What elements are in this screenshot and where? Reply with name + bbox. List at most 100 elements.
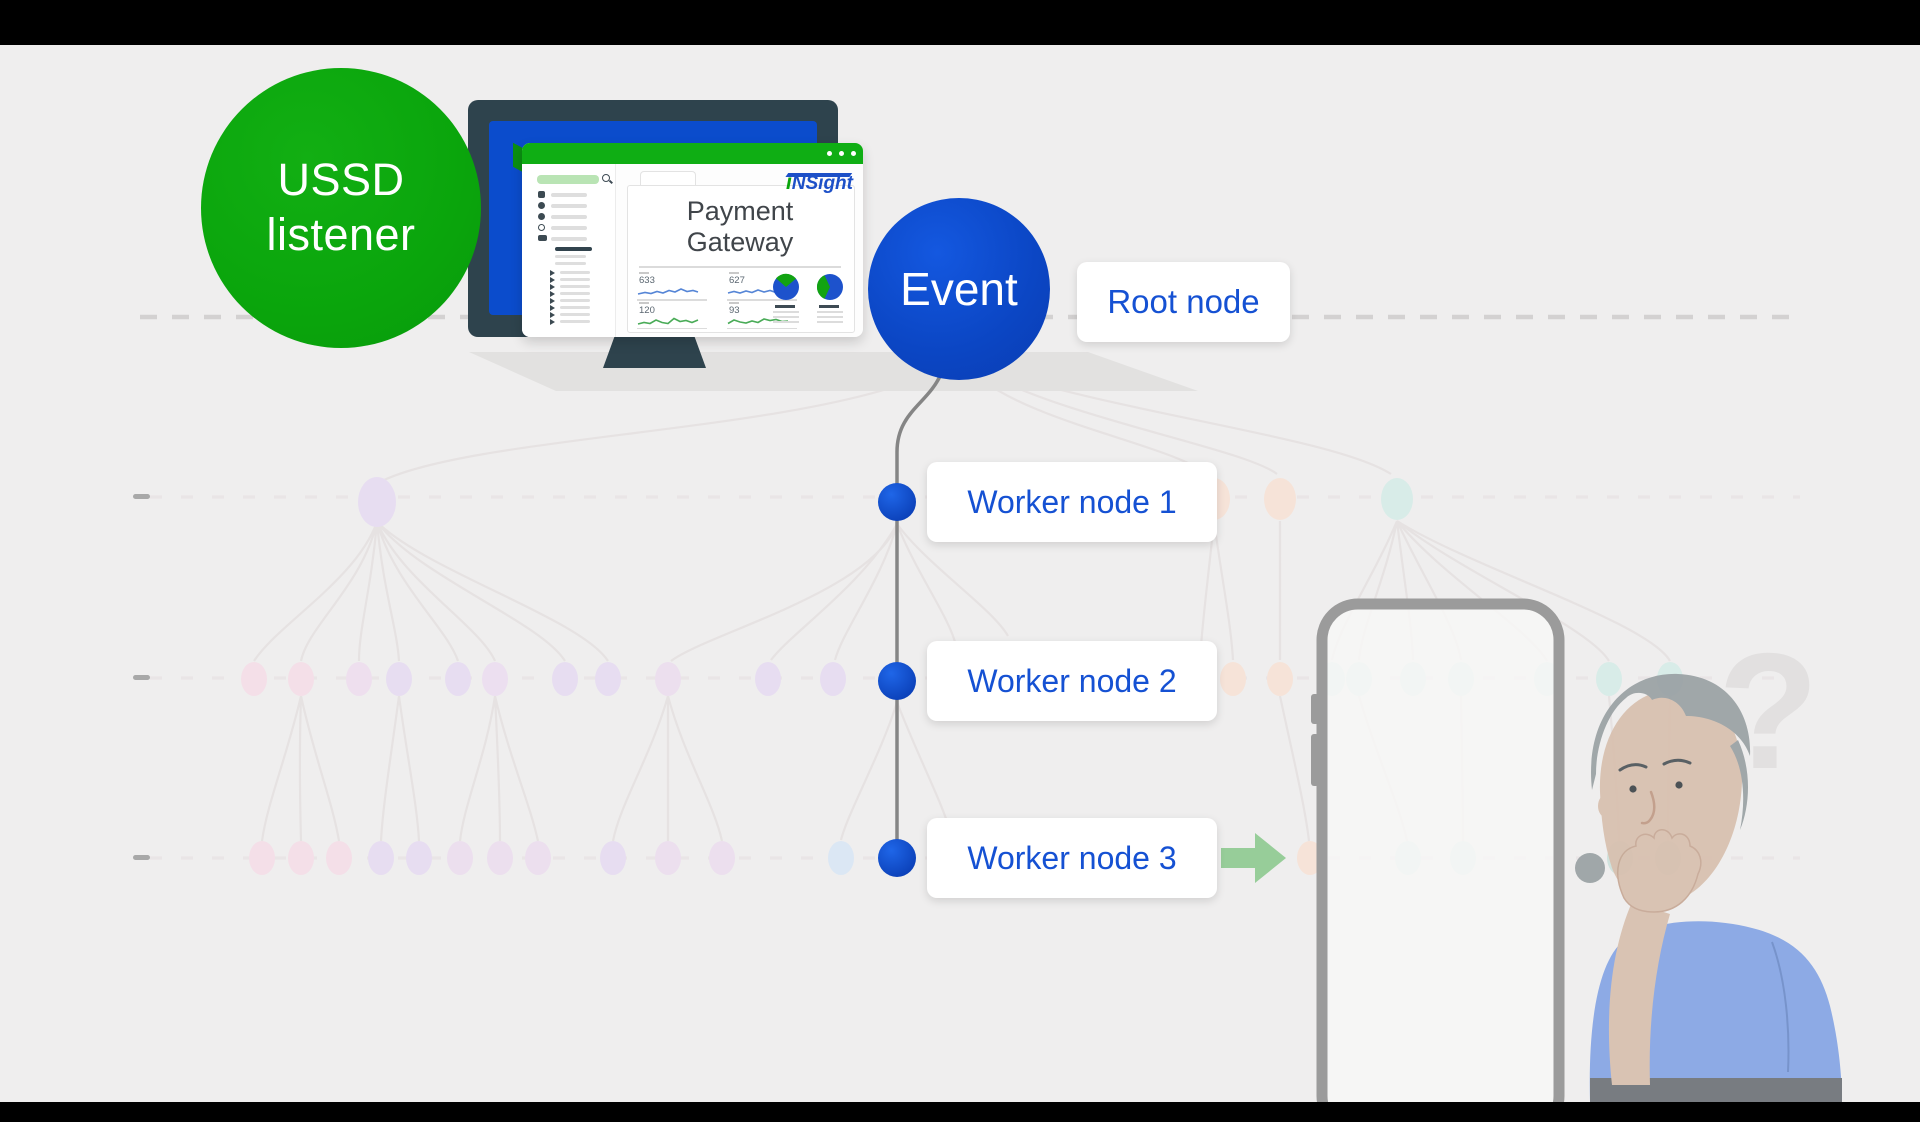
root-node-text: Root node xyxy=(1107,283,1260,320)
metric-underline xyxy=(637,327,707,329)
worker-node-text: Worker node 1 xyxy=(967,483,1177,520)
pie-legend-line xyxy=(773,321,799,323)
connector-line xyxy=(895,373,943,860)
phone xyxy=(1311,598,1565,1122)
menu-line xyxy=(560,292,590,295)
root-node-label: Root node xyxy=(1077,262,1290,342)
logo-accent: i xyxy=(785,171,792,194)
people-icon xyxy=(538,235,547,241)
pie-legend-line xyxy=(817,311,843,313)
metric-tick xyxy=(729,272,739,274)
flow-arrow-icon xyxy=(1221,833,1286,883)
window-dot-icon xyxy=(839,151,844,156)
card-divider xyxy=(639,266,841,268)
dashboard-sidebar xyxy=(522,164,616,337)
ussd-label-line1: USSD xyxy=(277,154,405,206)
search-icon xyxy=(602,174,610,182)
pie-legend-line xyxy=(773,311,799,313)
eyebrows xyxy=(1618,758,1692,772)
pie-legend-line xyxy=(819,305,839,308)
hair-side xyxy=(1730,740,1748,830)
expand-triangle-icon xyxy=(550,291,555,297)
dashboard-card xyxy=(627,185,855,333)
menu-line xyxy=(551,226,587,230)
person-illustration xyxy=(1575,673,1842,1102)
menu-line xyxy=(551,215,587,219)
expand-triangle-icon xyxy=(550,270,555,276)
metric-tick xyxy=(639,302,649,304)
card-title: Payment Gateway xyxy=(627,196,853,258)
metric-underline xyxy=(727,299,797,301)
worker-node-2-label: Worker node 2 xyxy=(927,641,1217,721)
hair-bun xyxy=(1575,853,1605,883)
menu-line xyxy=(555,255,586,258)
chat-icon xyxy=(538,224,545,231)
menu-line xyxy=(551,204,587,208)
menu-line xyxy=(560,271,590,274)
expand-triangle-icon xyxy=(550,305,555,311)
expand-triangle-icon xyxy=(550,284,555,290)
logo-text: NSight xyxy=(791,173,853,194)
pie-legend-line xyxy=(773,316,799,318)
worker-node-dot xyxy=(878,662,916,700)
hair xyxy=(1591,673,1751,790)
undo-icon xyxy=(538,202,545,209)
eye xyxy=(1629,785,1637,793)
pie-legend-line xyxy=(817,316,843,318)
phone-button xyxy=(1311,734,1319,786)
pie-chart xyxy=(816,274,843,300)
sparkline-chart xyxy=(637,317,699,325)
ussd-label-line2: listener xyxy=(266,209,416,260)
expand-triangle-icon xyxy=(550,312,555,318)
menu-line xyxy=(560,320,590,323)
pie-chart xyxy=(773,273,799,300)
bottom-letterbox-bar xyxy=(0,1102,1920,1122)
menu-line xyxy=(560,278,590,281)
metric-value: 93 xyxy=(729,305,740,316)
level-tick-marks xyxy=(133,494,150,860)
expand-triangle-icon xyxy=(550,277,555,283)
metric-value: 633 xyxy=(639,275,655,286)
menu-line xyxy=(555,262,586,265)
metric-underline xyxy=(637,299,707,301)
window-dot-icon xyxy=(827,151,832,156)
expand-triangle-icon xyxy=(550,319,555,325)
browser-window: iNSight Payment Gateway 633 627 120 93 xyxy=(522,143,863,337)
sleeve-seam xyxy=(1771,941,1790,1073)
metric-value: 120 xyxy=(639,305,655,316)
card-title-line2: Gateway xyxy=(686,227,794,257)
sparkline-chart xyxy=(727,318,789,325)
eye xyxy=(1675,781,1683,789)
metric-value: 627 xyxy=(729,275,745,286)
metric-tick xyxy=(729,302,739,304)
worker-node-3-label: Worker node 3 xyxy=(927,818,1217,898)
hand xyxy=(1617,829,1702,913)
phone-button xyxy=(1311,694,1319,724)
browser-header xyxy=(522,143,863,164)
event-label: Event xyxy=(900,263,1018,315)
menu-line xyxy=(560,313,590,316)
waistband xyxy=(1590,1078,1842,1102)
expand-triangle-icon xyxy=(550,298,555,304)
ear xyxy=(1598,794,1616,818)
worker-node-text: Worker node 2 xyxy=(967,662,1177,699)
ussd-listener-circle: USSD listener xyxy=(201,68,481,348)
worker-node-text: Worker node 3 xyxy=(967,839,1177,876)
menu-line xyxy=(551,193,587,197)
metric-underline xyxy=(727,327,797,329)
pie-legend-line xyxy=(775,305,795,308)
window-dot-icon xyxy=(851,151,856,156)
top-letterbox-bar xyxy=(0,0,1920,45)
pie-legend-line xyxy=(817,321,843,323)
metric-tick xyxy=(639,272,649,274)
sparkline-chart xyxy=(637,288,699,295)
insight-logo: iNSight xyxy=(741,172,853,195)
monitor-stand xyxy=(603,337,706,368)
menu-line xyxy=(560,299,590,302)
section-line xyxy=(555,247,592,251)
nose xyxy=(1640,790,1656,825)
search-bar xyxy=(537,175,599,184)
worker-node-1-label: Worker node 1 xyxy=(927,462,1217,542)
worker-node-dot xyxy=(878,839,916,877)
